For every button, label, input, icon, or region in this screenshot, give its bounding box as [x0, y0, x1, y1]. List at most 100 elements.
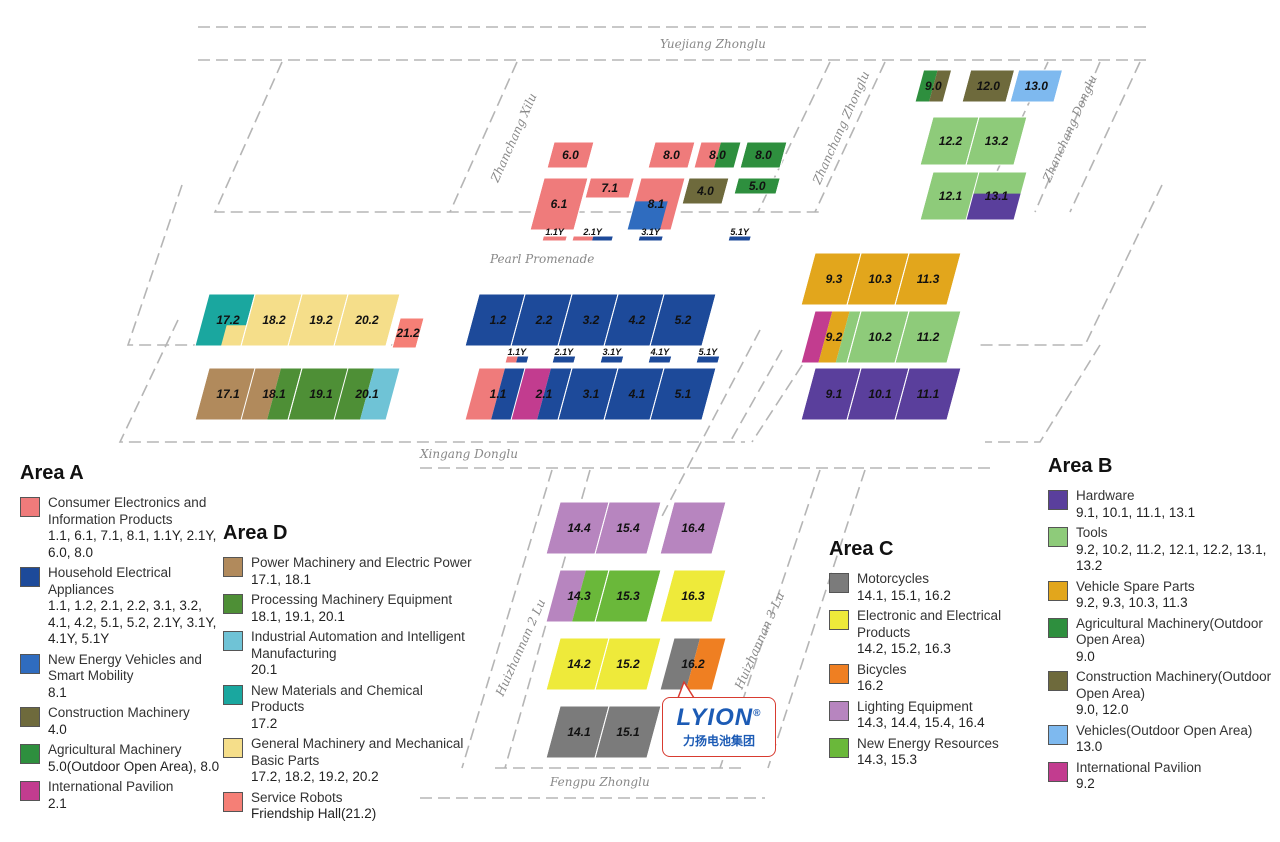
hall-5-1Y[interactable]: 5.1Y [695, 347, 721, 364]
legend-swatch [20, 497, 40, 517]
hall-label: 12.0 [977, 79, 1001, 93]
hall-label: 14.4 [567, 521, 591, 535]
hall-14-1[interactable]: 14.1 [545, 705, 613, 759]
hall-5-1[interactable]: 5.1 [649, 367, 717, 421]
hall-fill-stripe [714, 142, 742, 168]
hall-18-1[interactable]: 18.1 [240, 367, 308, 421]
legend-area-a: Area A Consumer Electronics and Informat… [20, 462, 220, 816]
legend-item-heading: Lighting Equipment [857, 698, 973, 714]
legend-item-halls: 20.1 [251, 662, 278, 677]
legend-item-heading: Bicycles [857, 661, 907, 677]
hall-3-1Y[interactable]: 3.1Y [637, 227, 665, 242]
legend-item: General Machinery and Mechanical Basic P… [223, 736, 473, 786]
hall-11-1[interactable]: 11.1 [894, 367, 962, 421]
hall-15-4[interactable]: 15.4 [594, 501, 662, 555]
legend-swatch [829, 663, 849, 684]
hall-label: 12.2 [939, 134, 963, 148]
hall-fill-stripe [465, 368, 506, 420]
hall-label: 17.2 [216, 313, 240, 327]
hall-7-1[interactable]: 7.1 [584, 177, 636, 199]
hall-8-1[interactable]: 8.1 [626, 177, 686, 231]
hall-6-0[interactable]: 6.0 [546, 141, 595, 169]
hall-6-1[interactable]: 6.1 [529, 177, 589, 231]
hall-13-0[interactable]: 13.0 [1009, 69, 1064, 103]
hall-3-1Y[interactable]: 3.1Y [599, 347, 625, 364]
hall-2-1Y[interactable]: 2.1Y [571, 227, 615, 242]
hall-21-2[interactable]: 21.2 [391, 317, 425, 349]
hall-fill-stripe [660, 638, 701, 690]
legend-item-heading: Electronic and Electrical Products [857, 608, 1002, 640]
legend-swatch [829, 737, 849, 758]
hall-label: 10.1 [868, 387, 892, 401]
hall-outline [1009, 69, 1064, 103]
hall-18-2[interactable]: 18.2 [240, 293, 308, 347]
hall-2-1Y[interactable]: 2.1Y [551, 347, 577, 364]
hall-9-0[interactable]: 9.0 [914, 69, 953, 103]
hall-label: 15.4 [616, 521, 640, 535]
hall-8-0[interactable]: 8.0 [647, 141, 696, 169]
legend-swatch [20, 781, 40, 801]
legend-item-heading: Construction Machinery(Outdoor Open Area… [1076, 669, 1272, 701]
road-label-yuejiang: Yuejiang Zhonglu [660, 37, 766, 51]
road-segment [1069, 61, 1141, 213]
hall-20-1[interactable]: 20.1 [333, 367, 401, 421]
hall-outline [681, 177, 730, 205]
hall-5-0[interactable]: 5.0 [733, 177, 781, 195]
hall-5-2[interactable]: 5.2 [649, 293, 717, 347]
hall-outline [961, 69, 1016, 103]
hall-label: 2.1 [535, 387, 553, 401]
hall-1-1Y[interactable]: 1.1Y [504, 347, 530, 364]
legend-swatch [1048, 671, 1068, 691]
hall-15-3[interactable]: 15.3 [594, 569, 662, 623]
hall-2-1[interactable]: 2.1 [510, 367, 578, 421]
legend-item-halls: 9.0 [1076, 648, 1095, 664]
hall-12-2[interactable]: 12.2 [919, 116, 982, 166]
road-segment [814, 61, 886, 213]
hall-11-3[interactable]: 11.3 [894, 252, 962, 306]
hall-outline [647, 355, 673, 364]
legend-item-halls: 1.1, 6.1, 7.1, 8.1, 1.1Y, 2.1Y, 6.0, 8.0 [48, 528, 217, 560]
hall-label: 8.0 [755, 148, 772, 162]
hall-fill-stripe [334, 368, 375, 420]
hall-16-2[interactable]: 16.2 [659, 637, 727, 691]
hall-outline [333, 293, 401, 347]
hall-13-2[interactable]: 13.2 [965, 116, 1028, 166]
hall-11-2[interactable]: 11.2 [894, 310, 962, 364]
legend-item-halls: 13.0 [1076, 739, 1103, 754]
legend-area-d: Area D Power Machinery and Electric Powe… [223, 522, 473, 827]
hall-8-0[interactable]: 8.0 [693, 141, 742, 169]
hall-14-3[interactable]: 14.3 [545, 569, 613, 623]
hall-12-0[interactable]: 12.0 [961, 69, 1016, 103]
hall-16-4[interactable]: 16.4 [659, 501, 727, 555]
hall-10-1[interactable]: 10.1 [846, 367, 914, 421]
hall-20-2[interactable]: 20.2 [333, 293, 401, 347]
hall-15-1[interactable]: 15.1 [594, 705, 662, 759]
hall-label: 15.1 [616, 725, 640, 739]
hall-label: 4.2 [628, 313, 646, 327]
hall-15-2[interactable]: 15.2 [594, 637, 662, 691]
lyion-logo: LYION® 力扬电池集团 [662, 697, 776, 757]
hall-fill-stripe [572, 236, 594, 241]
hall-13-1[interactable]: 13.1 [965, 171, 1028, 221]
hall-4-0[interactable]: 4.0 [681, 177, 730, 205]
hall-5-1Y[interactable]: 5.1Y [727, 227, 753, 242]
legend-item-halls: Friendship Hall(21.2) [251, 806, 377, 821]
hall-label: 4.0 [696, 184, 714, 198]
hall-outline [594, 705, 662, 759]
hall-10-3[interactable]: 10.3 [846, 252, 914, 306]
hall-2-2[interactable]: 2.2 [510, 293, 578, 347]
hall-8-0[interactable]: 8.0 [739, 141, 788, 169]
hall-label: 16.3 [681, 589, 705, 603]
hall-outline [391, 317, 425, 349]
hall-fill-stripe [929, 70, 952, 102]
hall-16-3[interactable]: 16.3 [659, 569, 727, 623]
hall-1-1Y[interactable]: 1.1Y [541, 227, 569, 242]
hall-4-1Y[interactable]: 4.1Y [647, 347, 673, 364]
